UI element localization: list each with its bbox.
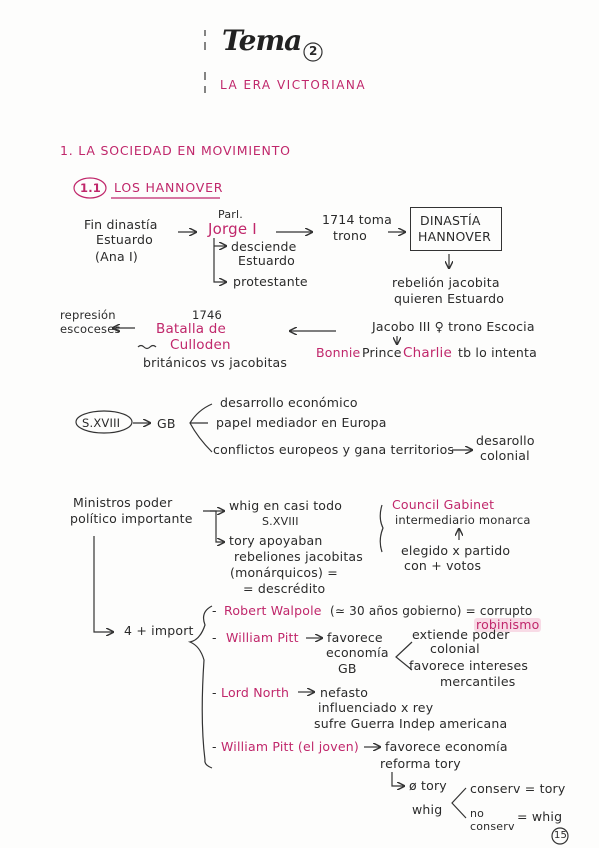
north-nefasto: nefasto (320, 685, 369, 700)
tory-4: = descrédito (243, 581, 326, 596)
whig-sxviii: S.XVIII (262, 515, 299, 528)
rebelion-2: quieren Estuardo (394, 291, 505, 306)
no-conserv-eq: = whig (517, 809, 563, 824)
page-number: 15 (554, 830, 568, 841)
fin-dinastia: Fin dinastía (84, 217, 158, 232)
intenta: tb lo intenta (458, 345, 537, 360)
walpole: Robert Walpole (224, 603, 322, 618)
sxviii-label: S.XVIII (82, 416, 121, 430)
page-subtitle: LA ERA VICTORIANA (220, 78, 367, 92)
britanicos-vs-jacobitas: británicos vs jacobitas (143, 355, 288, 370)
four-import: 4 + import (124, 623, 194, 638)
desarrollo-colonial: desarollo (476, 433, 535, 448)
batalla-2: Culloden (170, 337, 231, 353)
william-pitt: William Pitt (226, 630, 299, 645)
lord-north: Lord North (221, 685, 290, 700)
bracket (189, 403, 213, 453)
jorge-i: Jorge I (208, 220, 257, 238)
pittj-favorece: favorece economía (385, 739, 508, 754)
no-tory: ø tory (409, 778, 447, 793)
title-number: 2 (309, 44, 318, 58)
gb-label: GB (157, 416, 176, 431)
sxviii-item-1: desarrollo económico (220, 395, 358, 410)
sxviii-item-2: papel mediador en Europa (216, 415, 387, 430)
toma-trono-2: trono (333, 228, 367, 243)
robinismo: robinismo (474, 617, 542, 632)
represion: represión (60, 308, 116, 322)
tory-2: rebeliones jacobitas (234, 549, 364, 564)
brace (379, 504, 384, 553)
tory-3: (monárquicos) = (230, 565, 338, 580)
extiende-2: colonial (430, 641, 480, 656)
page-number-circle (551, 827, 569, 845)
elegido-2: con + votos (404, 558, 482, 573)
branch-arrow (93, 536, 113, 632)
page-title: Tema (222, 24, 302, 57)
section-heading: 1. LA SOCIEDAD EN MOVIMIENTO (60, 143, 291, 158)
north-2: influenciado x rey (318, 700, 434, 715)
favorece-2: mercantiles (440, 674, 516, 689)
desciende-2: Estuardo (238, 253, 295, 268)
no-conserv: no (470, 807, 485, 820)
whig-casi-todo: whig en casi todo (229, 498, 343, 513)
subsection-heading: LOS HANNOVER (114, 180, 224, 195)
protestante: protestante (233, 274, 308, 289)
title-number-circle (303, 42, 323, 62)
squiggle (137, 344, 157, 350)
north-3: sufre Guerra Indep americana (314, 716, 508, 731)
sub-number-circle (73, 177, 107, 199)
subsection-number: 1.1 (80, 181, 101, 195)
fin-dinastia-3: (Ana I) (95, 249, 138, 264)
parl-label: Parl. (218, 208, 243, 221)
jacobo-iii: Jacobo III ♀ trono Escocia (372, 319, 535, 334)
favorece-intereses: favorece intereses (409, 658, 529, 673)
desarrollo-colonial-2: colonial (480, 448, 530, 463)
dinastia-label-2: HANNOVER (418, 229, 492, 244)
branch-arrow (203, 510, 224, 542)
brace (187, 605, 213, 769)
pitt-favorece: favorece (327, 630, 383, 645)
intermediario: intermediario monarca (395, 513, 531, 527)
bracket (451, 787, 467, 819)
rebelion: rebelión jacobita (392, 275, 500, 290)
represion-2: escoceses (60, 322, 121, 336)
bracket (395, 641, 413, 671)
sxviii-item-3: conflictos europeos y gana territorios (213, 442, 455, 457)
extiende-poder: extiende poder (412, 627, 510, 642)
prince: Prince (362, 345, 402, 360)
whig: whig (412, 802, 443, 817)
dinastia-box (410, 207, 502, 251)
pitt-joven: William Pitt (el joven) (221, 739, 359, 754)
fin-dinastia-2: Estuardo (96, 232, 153, 247)
battle-year: 1746 (192, 308, 223, 322)
walpole-detail: (≃ 30 años gobierno) = corrupto (330, 604, 533, 618)
toma-trono: 1714 toma (322, 212, 392, 227)
ministros-2: político importante (70, 511, 193, 526)
council-gabinet: Council Gabinet (392, 497, 495, 512)
dinastia-label: DINASTÍA (420, 213, 481, 228)
elegido: elegido x partido (401, 543, 511, 558)
no-conserv-2: conserv (470, 820, 515, 833)
batalla: Batalla de (156, 321, 227, 337)
sxviii-ellipse (75, 410, 133, 434)
pittj-reforma: reforma tory (380, 756, 461, 771)
bonnie: Bonnie (316, 345, 361, 360)
branch-arrow (213, 238, 226, 282)
pitt-gb: GB (338, 661, 357, 676)
conserv-tory: conserv = tory (470, 781, 566, 796)
pitt-economia: economía (326, 645, 389, 660)
branch-arrow (391, 772, 404, 786)
ministros: Ministros poder (73, 495, 173, 510)
charlie: Charlie (403, 345, 453, 361)
tory-apoyaban: tory apoyaban (229, 533, 323, 548)
desciende: desciende (231, 239, 297, 254)
